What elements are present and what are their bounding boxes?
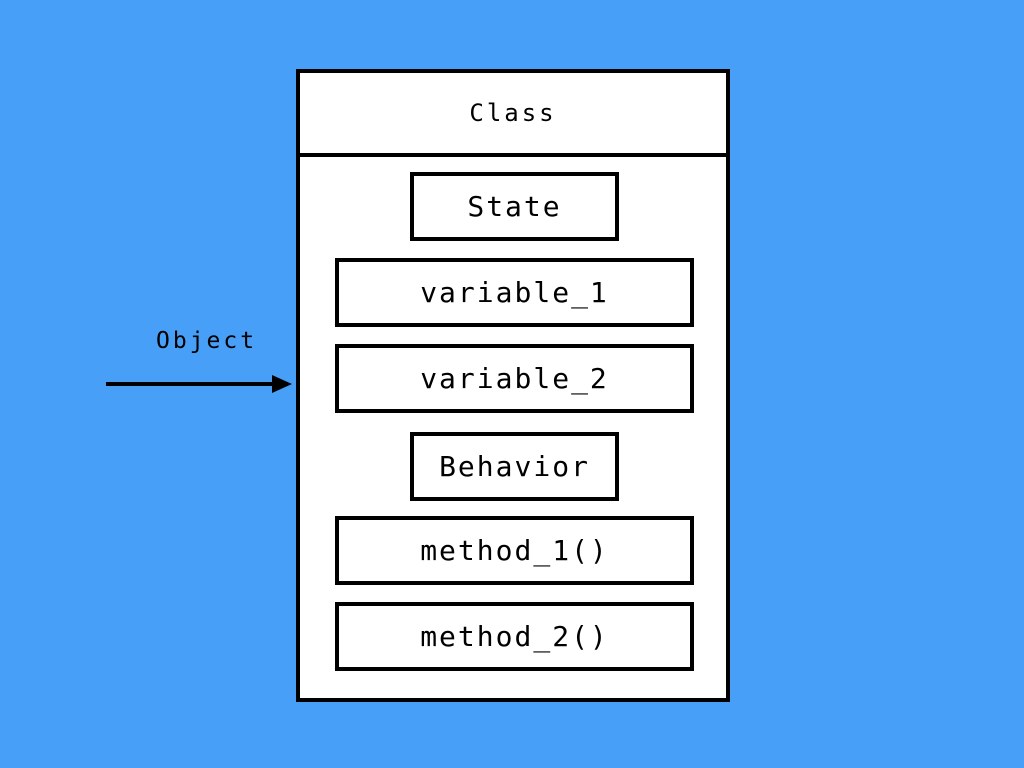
behavior-label: Behavior [410,432,619,501]
class-header: Class [300,73,726,157]
variable-2-box: variable_2 [335,344,694,413]
object-label: Object [156,328,258,354]
method-2-box: method_2() [335,602,694,671]
variable-1-box: variable_1 [335,258,694,327]
class-box: Class State variable_1 variable_2 Behavi… [296,69,730,702]
method-1-box: method_1() [335,516,694,585]
object-arrow-icon [106,375,292,393]
state-label: State [410,172,619,241]
